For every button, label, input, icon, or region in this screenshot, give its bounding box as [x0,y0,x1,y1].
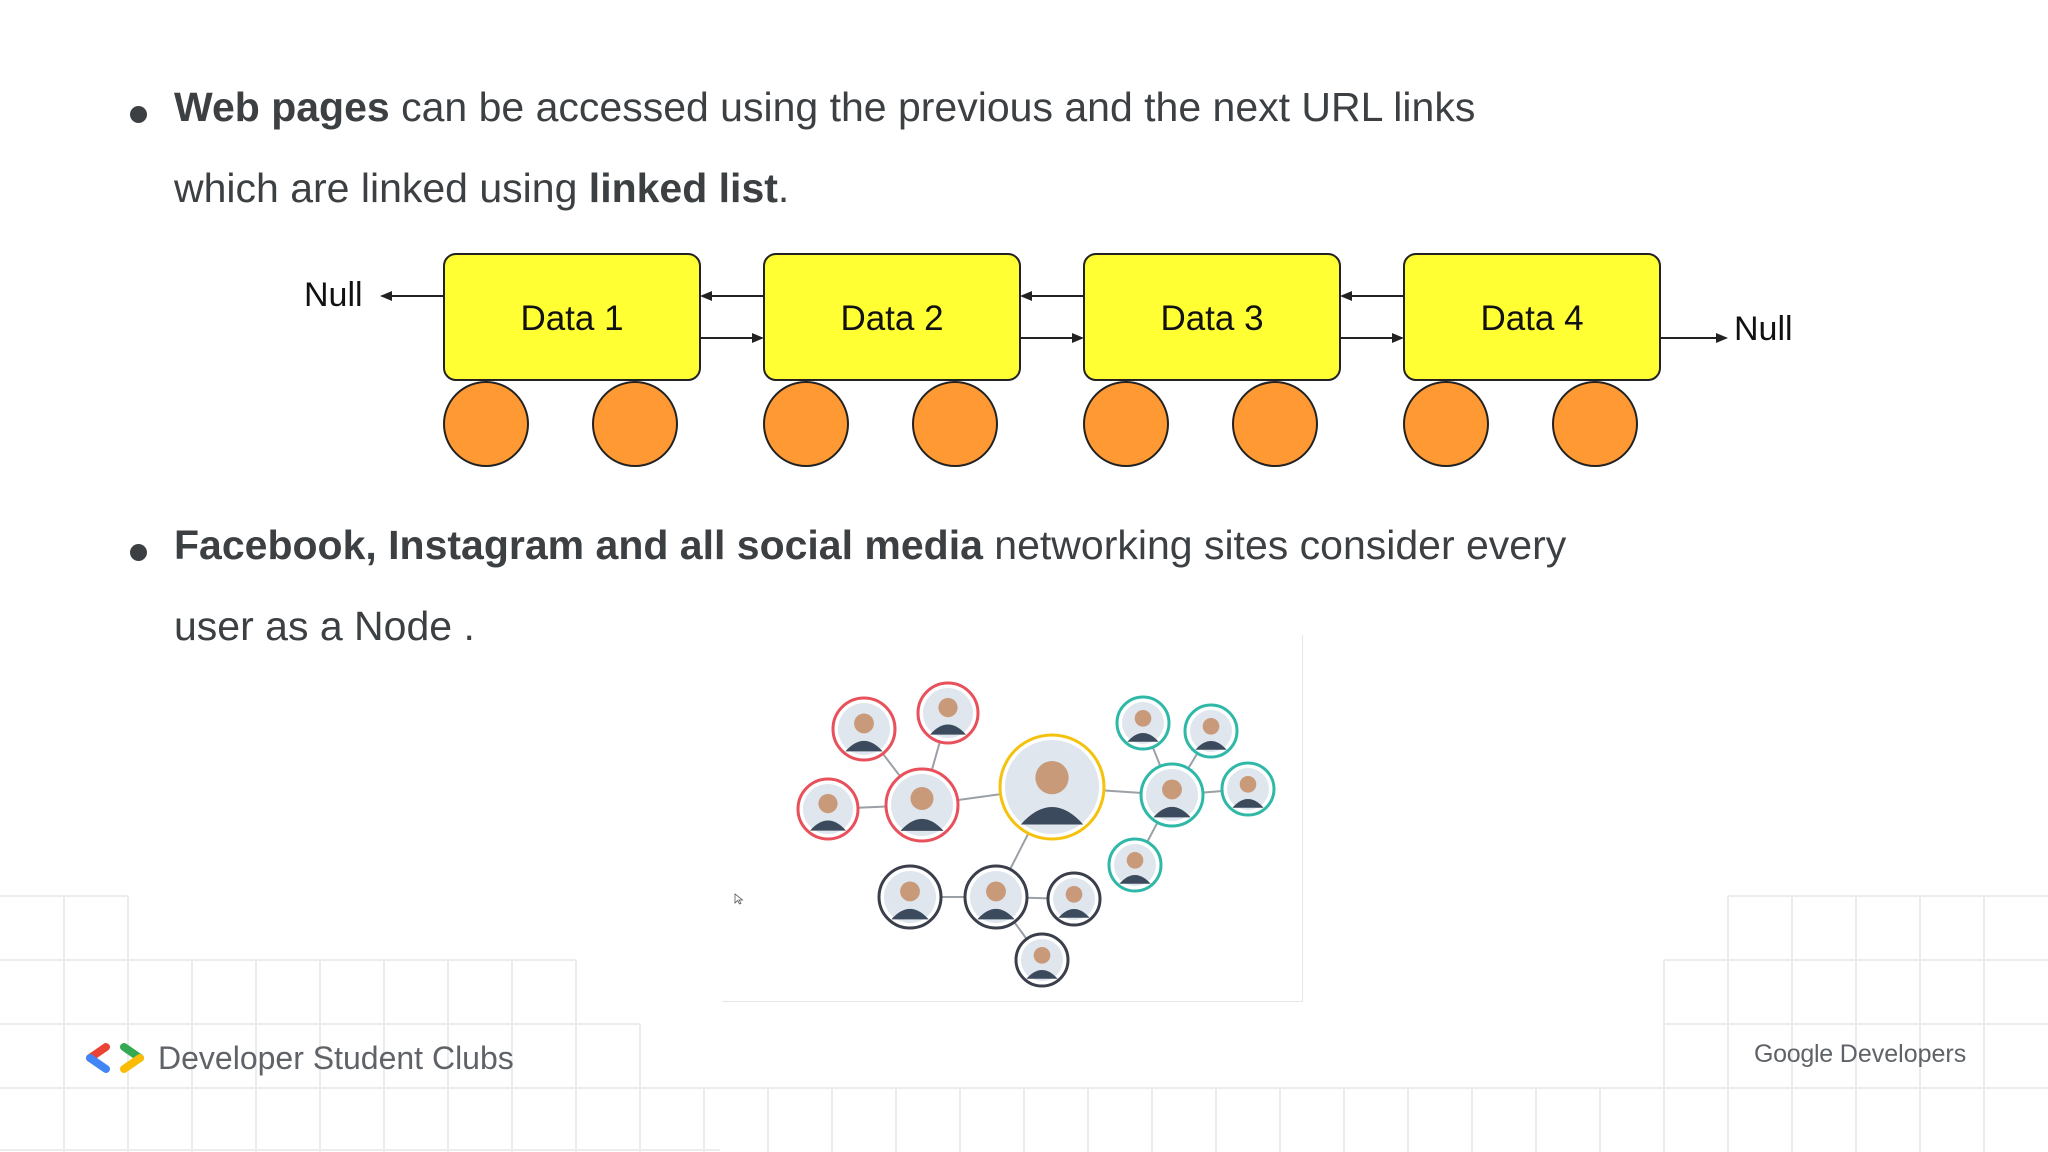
dsc-logo-icon [86,1043,144,1073]
body-text: user as a Node . [174,603,475,649]
list-node: Data 3 [1083,253,1341,467]
node-wheel [1083,381,1169,467]
mouse-cursor-icon [734,893,744,905]
avatar-body-icon [1195,741,1227,750]
node-wheel [763,381,849,467]
bold-text: Web pages [174,84,390,130]
node-box [443,253,701,381]
node-wheel [443,381,529,467]
node-box [1403,253,1661,381]
node-wheel [1403,381,1489,467]
avatar-head-icon [854,713,874,734]
null-label-right: Null [1734,310,1793,348]
body-text: which are linked using [174,165,589,211]
bold-text: Facebook, Instagram and all social media [174,522,983,568]
avatar-body-icon [845,740,883,752]
avatar-body-icon [930,724,966,735]
avatar-head-icon [910,787,934,811]
bullet-line: Facebook, Instagram and all social media… [174,522,1566,569]
user-node [877,864,943,930]
link-arrows [380,291,1728,343]
bullet-line: which are linked using linked list. [174,165,789,212]
avatar-body-icon [1127,733,1159,742]
node-wheel [1552,381,1638,467]
avatar-body-icon [891,908,929,920]
dsc-brand: Developer Student Clubs [82,1036,514,1080]
avatar-head-icon [900,881,920,902]
bold-text: linked list [588,165,778,211]
avatar-head-icon [938,698,958,718]
node-wheel [592,381,678,467]
avatar-body-icon [1058,909,1090,918]
avatar-body-icon [1020,807,1084,825]
null-label-left: Null [304,276,363,314]
social-network-graph [796,681,1276,988]
list-node: Data 2 [763,253,1021,467]
node-wheel [1232,381,1318,467]
google-developers-brand: Google Developers [1754,1040,1966,1069]
user-node [1014,932,1070,988]
node-box [763,253,1021,381]
avatar-head-icon [1239,776,1257,793]
avatar-body-icon [977,908,1015,920]
bullet-line: Web pages can be accessed using the prev… [174,84,1475,131]
user-node [963,864,1029,930]
graph-nodes [796,681,1276,988]
avatar-body-icon [810,820,846,831]
user-node [1115,695,1171,751]
avatar-head-icon [1126,852,1144,869]
avatar-head-icon [986,881,1006,902]
user-node [1107,837,1163,893]
body-text: . [777,165,790,211]
user-node [1220,761,1276,817]
bullet-line: user as a Node . [174,603,475,650]
dsc-brand-text: Developer Student Clubs [158,1039,514,1076]
avatar-body-icon [1026,970,1058,979]
avatar-head-icon [1134,710,1152,727]
user-node [1139,762,1205,828]
developers-wordmark: Developers [1832,1040,1967,1068]
google-wordmark: Google [1754,1040,1833,1068]
user-node [884,767,960,843]
avatar-body-icon [1153,806,1191,818]
user-node [796,777,860,841]
avatar-body-icon [1232,799,1264,808]
social-network-image [722,635,1303,1002]
linked-list-diagram: Null Null Data 1 Data 2 Data 3 Data 4 [304,253,1793,467]
list-node: Data 4 [1403,253,1661,467]
user-node [1046,871,1102,927]
node-box [1083,253,1341,381]
avatar-head-icon [1065,886,1083,903]
user-node [831,696,897,762]
user-node [998,733,1106,841]
node-label: Data 1 [520,299,623,338]
user-node [916,681,980,745]
avatar-head-icon [818,794,838,814]
avatar-head-icon [1035,761,1069,795]
list-node: Data 1 [443,253,701,467]
avatar-body-icon [900,818,944,831]
node-label: Data 4 [1480,299,1583,338]
body-text: networking sites consider every [982,522,1567,568]
node-label: Data 3 [1160,299,1263,338]
avatar-body-icon [1119,875,1151,884]
user-node [1183,703,1239,759]
avatar-head-icon [1202,718,1220,735]
body-text: can be accessed using the previous and t… [389,84,1476,130]
node-group: Data 1 Data 2 Data 3 Data 4 [443,253,1661,467]
avatar-head-icon [1162,779,1182,800]
avatar-head-icon [1033,947,1051,964]
bullet-dot [130,106,147,123]
bullet-dot [130,544,147,561]
node-wheel [912,381,998,467]
node-label: Data 2 [840,299,943,338]
